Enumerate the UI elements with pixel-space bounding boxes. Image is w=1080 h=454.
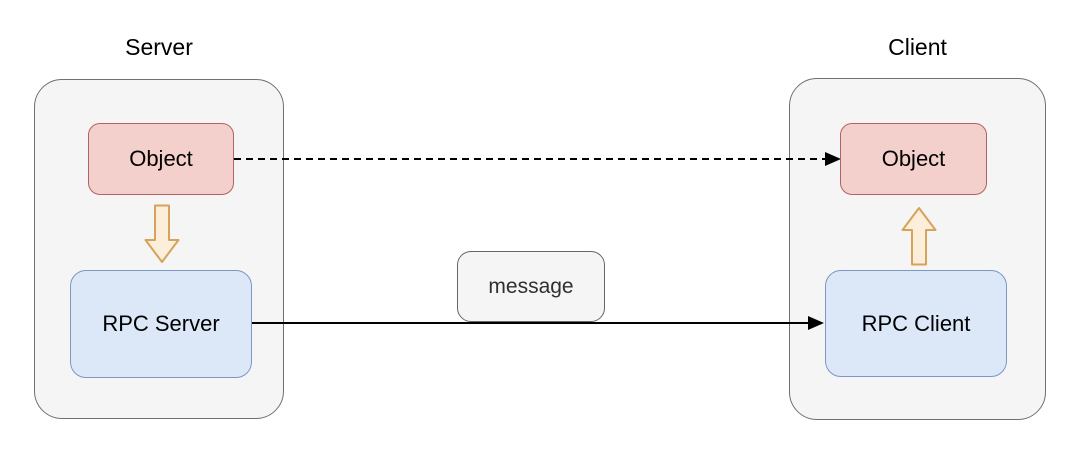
- server-group-title: Server: [125, 34, 193, 60]
- object-proxy-dashed-arrow: [234, 152, 841, 166]
- rpc-server-label: RPC Server: [102, 311, 220, 336]
- client-object-label: Object: [881, 146, 946, 171]
- message-label: message: [488, 274, 574, 298]
- client-object-box: Object: [840, 123, 987, 195]
- rpc-client-label: RPC Client: [861, 310, 971, 336]
- rpc-client-box: RPC Client: [825, 270, 1007, 377]
- server-object-box: Object: [88, 123, 234, 195]
- server-object-label: Object: [129, 146, 193, 171]
- rpc-server-box: RPC Server: [70, 270, 252, 378]
- client-group-title: Client: [888, 34, 947, 60]
- message-box: message: [457, 251, 605, 322]
